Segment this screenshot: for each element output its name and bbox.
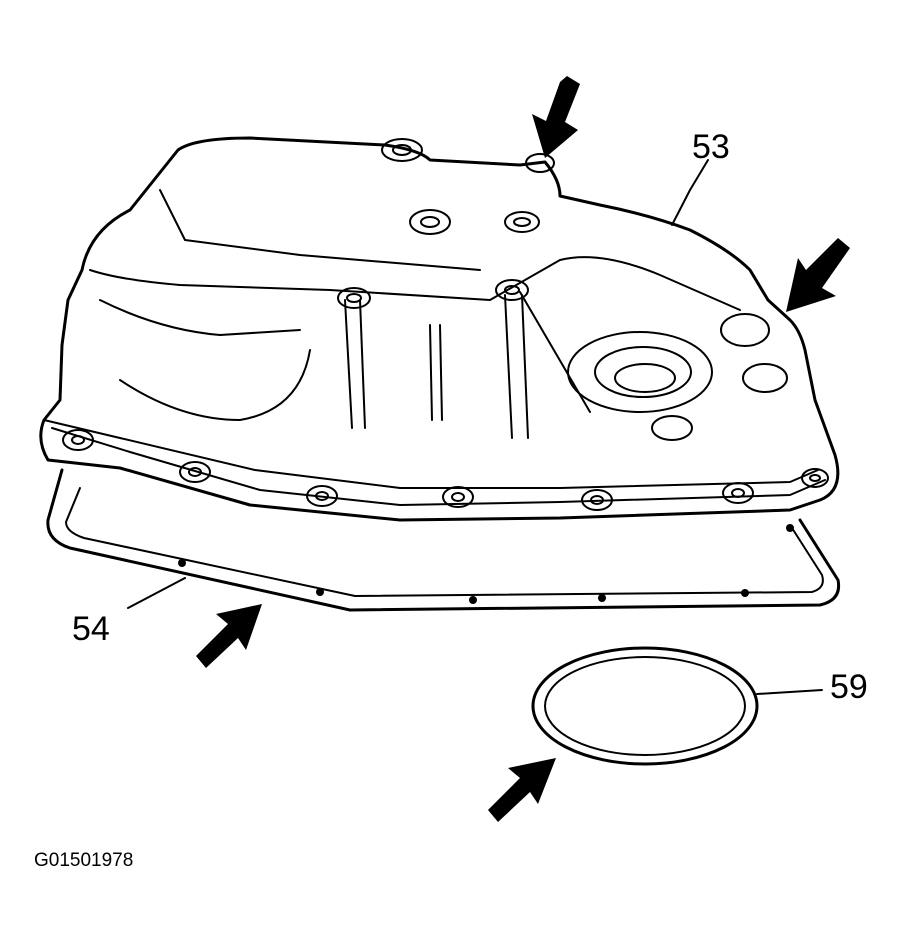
callout-54: 54 xyxy=(72,610,110,648)
leader-line-59 xyxy=(756,689,823,695)
figure-id: G01501978 xyxy=(34,850,133,871)
o-ring xyxy=(531,646,759,766)
arrow-o-ring xyxy=(488,758,556,822)
pan-gasket xyxy=(46,468,841,612)
callout-53: 53 xyxy=(692,128,730,166)
arrow-right xyxy=(786,238,850,312)
callout-59: 59 xyxy=(830,668,868,706)
arrow-gasket xyxy=(196,604,262,668)
leader-line-54 xyxy=(127,577,186,609)
leader-line-53 xyxy=(671,159,709,226)
oil-pan xyxy=(39,136,840,522)
arrow-top xyxy=(532,76,580,158)
